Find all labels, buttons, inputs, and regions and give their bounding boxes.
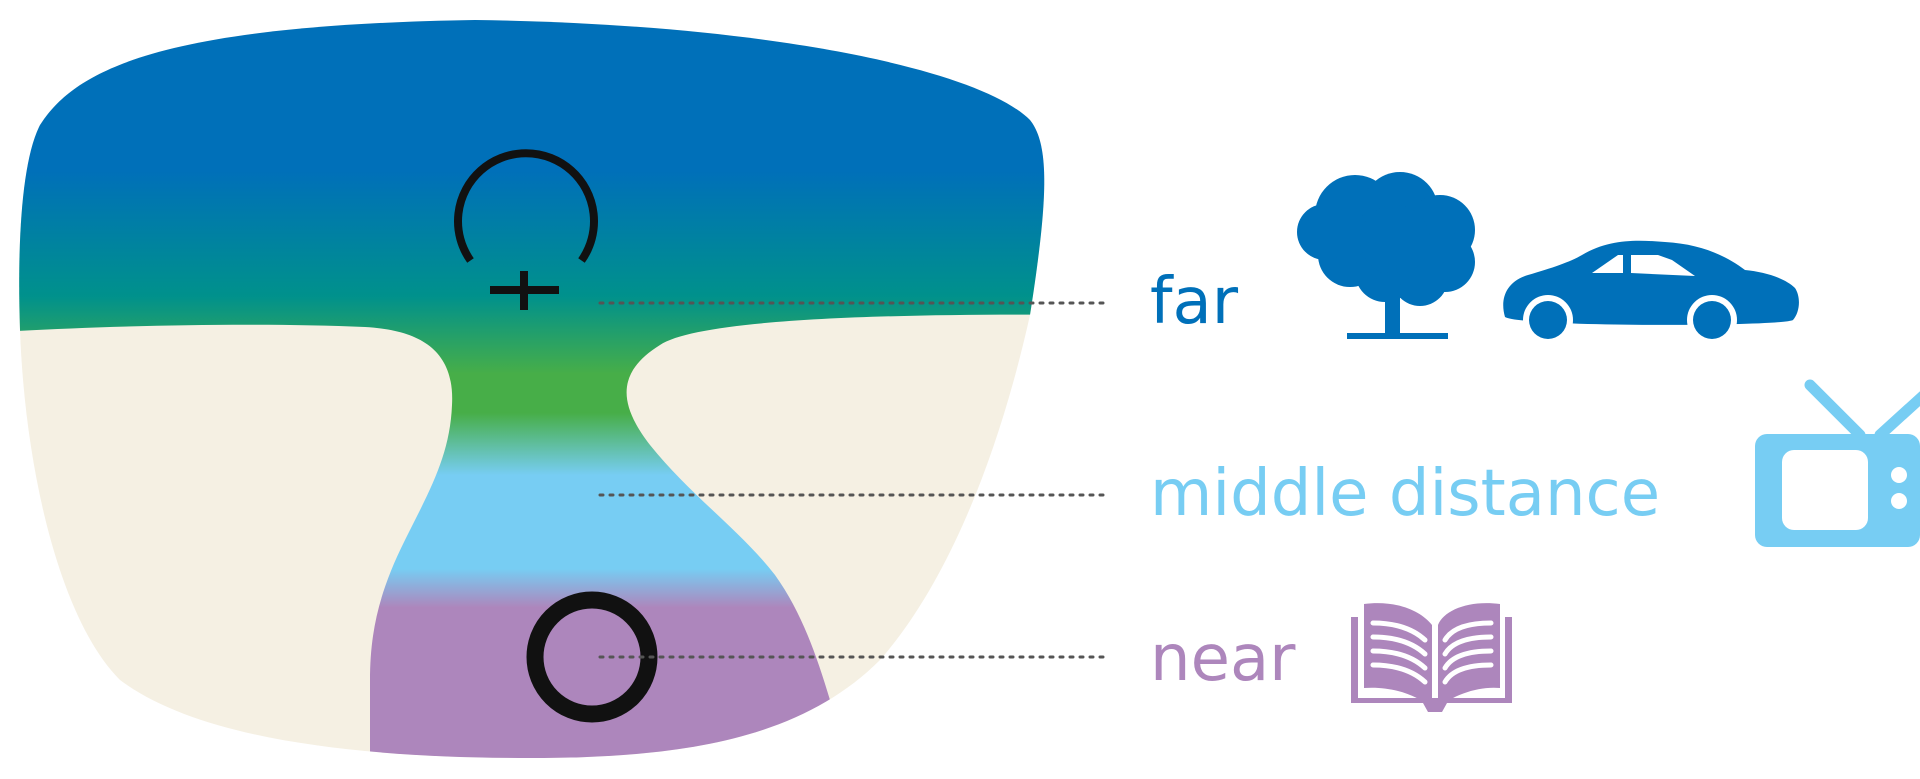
lens xyxy=(19,20,1045,758)
label-near: near xyxy=(1150,622,1296,696)
label-far: far xyxy=(1150,265,1239,339)
tv-icon xyxy=(1755,379,1920,547)
label-middle-distance: middle distance xyxy=(1150,457,1660,531)
book-icon xyxy=(1351,603,1512,712)
car-icon xyxy=(1503,240,1799,345)
tree-icon xyxy=(1297,172,1475,339)
distance-check-circle xyxy=(454,149,598,263)
lens-optical-zones xyxy=(19,20,1045,758)
far-reference-marker xyxy=(454,149,598,310)
